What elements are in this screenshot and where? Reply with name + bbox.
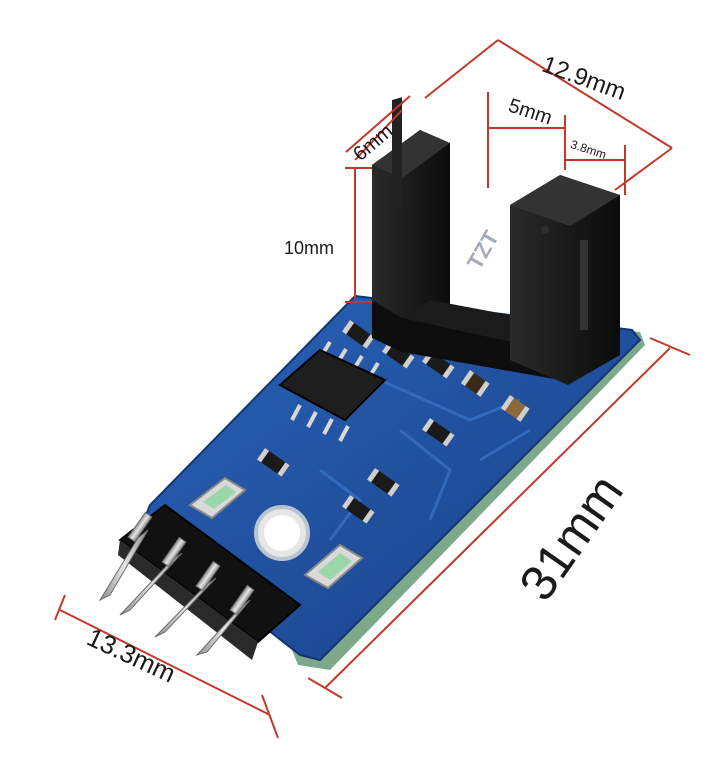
label-post-width: 3.8mm xyxy=(569,137,608,162)
slot-sensor xyxy=(372,97,620,385)
label-slot-gap: 5mm xyxy=(506,95,555,130)
power-led xyxy=(188,476,247,520)
dimension-lines xyxy=(54,39,691,739)
smd-components xyxy=(256,320,530,524)
mounting-hole-inner xyxy=(264,515,300,551)
label-width-total: 12.9mm xyxy=(538,51,629,106)
pcb-board xyxy=(138,294,642,662)
watermark-text: TZT xyxy=(462,226,504,274)
signal-led xyxy=(303,543,364,590)
header-pins xyxy=(98,511,255,656)
ic-chip xyxy=(278,340,387,442)
label-pcb-length: 31mm xyxy=(508,465,634,611)
label-post-height: 10mm xyxy=(284,238,334,258)
